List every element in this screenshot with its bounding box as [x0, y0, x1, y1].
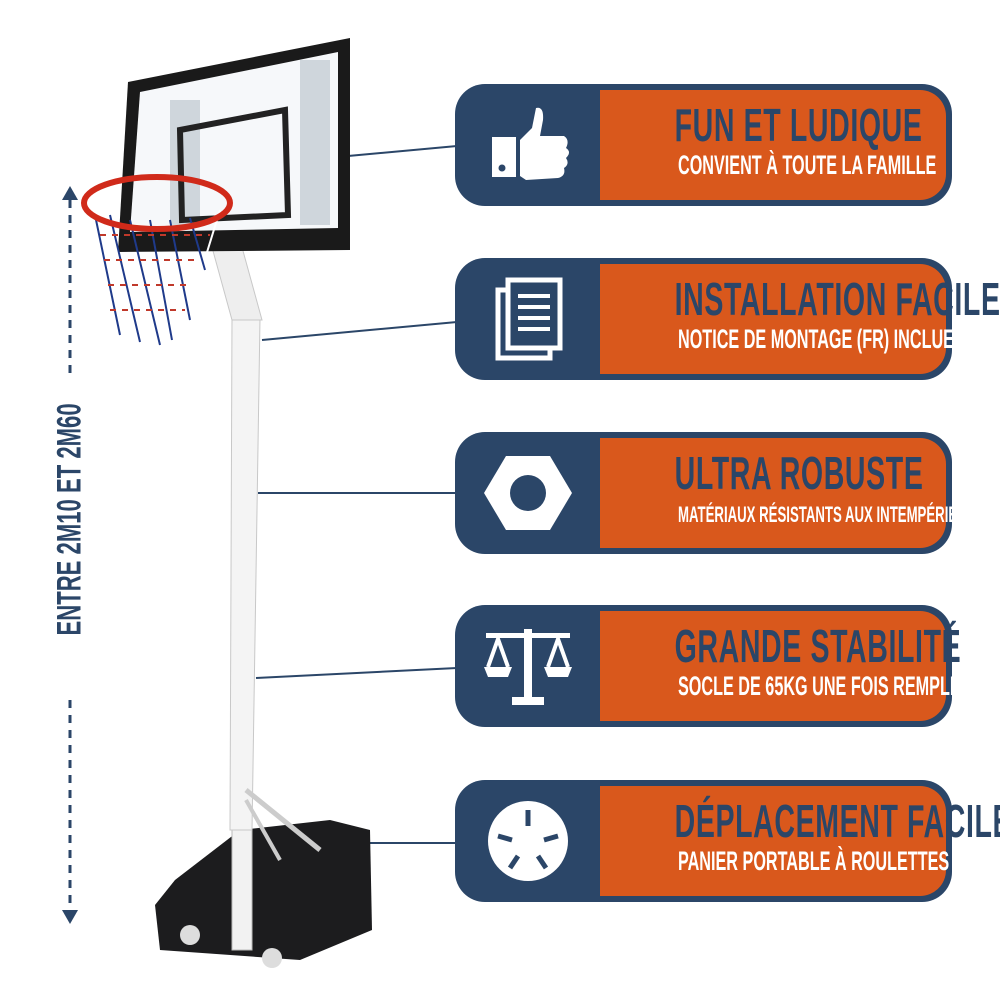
feature-title: ULTRA ROBUSTE	[674, 447, 924, 499]
feature-text-box: DÉPLACEMENT FACILE PANIER PORTABLE À ROU…	[600, 786, 1000, 896]
feature-subtitle: CONVIENT À TOUTE LA FAMILLE	[678, 150, 937, 180]
feature-subtitle: SOCLE DE 65KG UNE FOIS REMPLI	[678, 671, 955, 701]
feature-title: GRANDE STABILITÉ	[674, 620, 962, 672]
feature-text-box: GRANDE STABILITÉ SOCLE DE 65KG UNE FOIS …	[600, 611, 962, 721]
feature-text-box: ULTRA ROBUSTE MATÉRIAUX RÉSISTANTS AUX I…	[600, 438, 966, 548]
hex-nut-icon	[484, 456, 572, 530]
thumbs-up-icon	[492, 107, 569, 180]
net	[89, 204, 221, 346]
feature-subtitle: NOTICE DE MONTAGE (FR) INCLUE	[678, 324, 954, 354]
document-icon	[495, 277, 563, 361]
connector-lines	[255, 145, 458, 844]
height-arrow	[62, 186, 78, 924]
feature-text-box: INSTALLATION FACILE NOTICE DE MONTAGE (F…	[600, 264, 1000, 374]
feature-title: INSTALLATION FACILE	[674, 273, 1000, 325]
feature-panel-mobility: DÉPLACEMENT FACILE PANIER PORTABLE À ROU…	[455, 780, 1000, 902]
scale-icon	[484, 629, 572, 705]
feature-subtitle: MATÉRIAUX RÉSISTANTS AUX INTEMPÉRIES	[678, 502, 966, 527]
rim	[81, 174, 233, 232]
feature-panel-installation: INSTALLATION FACILE NOTICE DE MONTAGE (F…	[455, 258, 1000, 380]
backboard	[118, 38, 350, 252]
feature-panel-fun: FUN ET LUDIQUE CONVIENT À TOUTE LA FAMIL…	[455, 84, 952, 206]
feature-panel-robust: ULTRA ROBUSTE MATÉRIAUX RÉSISTANTS AUX I…	[455, 432, 966, 554]
hoop-base	[155, 820, 372, 968]
feature-title: FUN ET LUDIQUE	[674, 99, 923, 151]
feature-text-box: FUN ET LUDIQUE CONVIENT À TOUTE LA FAMIL…	[600, 90, 946, 200]
height-range-label: ENTRE 2M10 ET 2M60	[50, 403, 89, 636]
wheel-icon	[488, 801, 568, 881]
feature-title: DÉPLACEMENT FACILE	[674, 795, 1000, 847]
feature-subtitle: PANIER PORTABLE À ROULETTES	[678, 846, 950, 876]
hoop-pole	[209, 239, 322, 951]
feature-panel-stability: GRANDE STABILITÉ SOCLE DE 65KG UNE FOIS …	[455, 605, 962, 727]
